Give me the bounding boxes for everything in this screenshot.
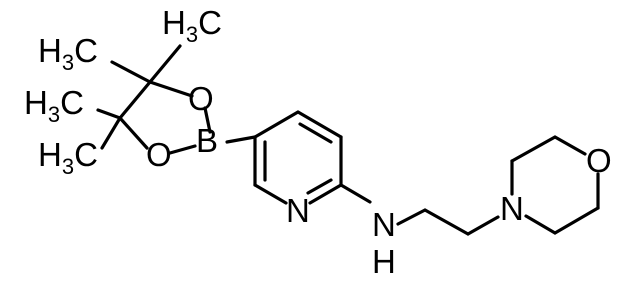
- bond-o-lower-b: [168, 144, 197, 155]
- methyl-left-lower-label: H3C: [38, 136, 98, 179]
- oxygen-lower-label: O: [146, 136, 172, 173]
- bond-c1-methyl-left-upper: [110, 60, 152, 84]
- pyridine-nitrogen-label: N: [286, 192, 310, 229]
- morpholine-nitrogen-label: N: [500, 190, 524, 227]
- bond-morph-c1-c2: [510, 135, 557, 163]
- methyl-left-middle-label: H3C: [24, 84, 84, 127]
- methyl-top-label: H3C: [162, 4, 222, 47]
- amine-hydrogen-label: H: [372, 243, 396, 280]
- bond-c1-o-upper: [148, 80, 194, 98]
- bond-ch2-morpholine-n: [466, 215, 500, 236]
- bond-c1-c2: [118, 80, 152, 120]
- bond-pyr-c2-n1-inner: [306, 178, 333, 195]
- atom-label-layer: H3C H3C H3C H3C O O B N N H N O: [24, 4, 612, 280]
- bond-c2-methyl-left-middle: [96, 108, 122, 120]
- morpholine-oxygen-label: O: [586, 142, 612, 179]
- bond-o-upper-b: [203, 106, 212, 134]
- bond-c2-nh: [339, 183, 372, 204]
- bond-pyr-n1-c6: [253, 183, 288, 205]
- bond-morph-c4-n: [524, 214, 557, 235]
- oxygen-upper-label: O: [188, 80, 214, 117]
- bond-morph-c2-o: [553, 135, 587, 156]
- bond-layer: [96, 44, 600, 236]
- bond-nh-ch2: [396, 208, 427, 226]
- bond-c2-o-lower: [118, 116, 149, 150]
- methyl-left-upper-label: H3C: [38, 32, 98, 75]
- bond-morph-c3-c4: [553, 206, 600, 235]
- bond-pyr-c2-n1: [308, 183, 343, 205]
- bond-pyr-c4-c3: [296, 110, 343, 139]
- amine-nitrogen-label: N: [372, 206, 396, 243]
- bond-pyr-c4-c3-inner: [298, 122, 333, 144]
- bond-pyr-c5-c4: [253, 110, 300, 139]
- boron-label: B: [196, 122, 218, 159]
- bond-b-pyridine: [225, 135, 257, 144]
- bond-ch2-ch2: [423, 208, 470, 236]
- bond-c2-methyl-left-lower: [100, 116, 122, 150]
- bond-c1-methyl-top: [148, 44, 182, 84]
